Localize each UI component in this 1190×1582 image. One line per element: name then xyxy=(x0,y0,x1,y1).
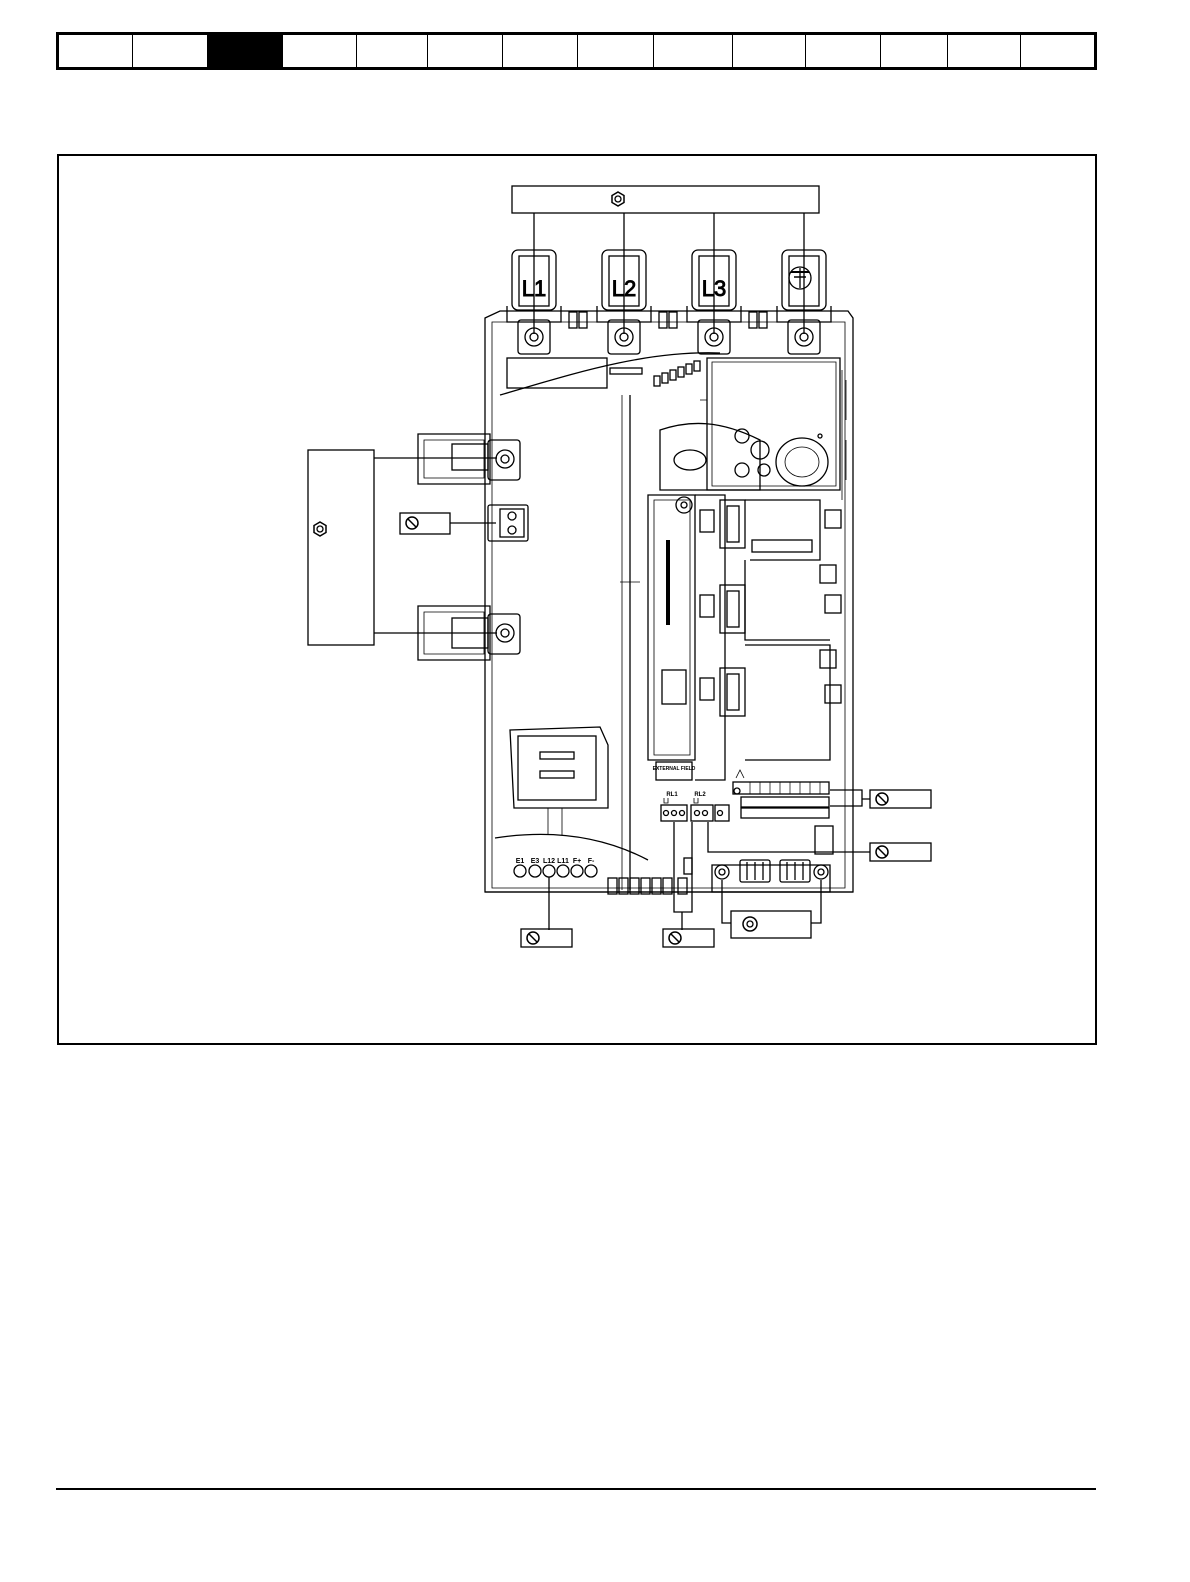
bottom-terminal-label-4: L11 xyxy=(557,858,569,865)
bottom-terminal-label-2: E3 xyxy=(531,858,540,865)
hex-nut-icon xyxy=(314,522,326,536)
external-field-label: EXTERNAL FIELD xyxy=(653,766,696,772)
field-terminal-callout xyxy=(521,929,572,947)
dc-terminal-upper xyxy=(418,434,520,484)
relay-terminals xyxy=(661,798,729,821)
control-board xyxy=(648,495,841,780)
slotted-screw-icon xyxy=(527,932,539,944)
lower-panel-curve xyxy=(495,834,648,860)
control-terminal-callout xyxy=(870,790,931,808)
slotted-screw-icon xyxy=(669,932,681,944)
terminal-l3-label: L3 xyxy=(702,276,726,301)
top-callout-box xyxy=(512,186,819,213)
terminal-l1-label: L1 xyxy=(522,276,546,301)
keypad-module xyxy=(654,358,846,500)
bottom-connectors xyxy=(608,826,833,894)
slotted-screw-icon xyxy=(876,793,888,805)
terminal-l2-label: L2 xyxy=(612,276,636,301)
fan-supply-callout xyxy=(870,843,931,861)
earth-ground-icon xyxy=(789,267,811,289)
relay-label-2: RL2 xyxy=(694,792,706,798)
bottom-terminal-label-3: L12 xyxy=(543,858,555,865)
control-terminal-strip xyxy=(733,770,829,818)
bottom-field-terminals xyxy=(514,865,597,877)
fan-supply-leader xyxy=(708,822,870,852)
aux-screw-callout xyxy=(400,513,450,534)
torx-screw-icon xyxy=(743,917,757,931)
bottom-terminal-label-5: F+ xyxy=(573,858,581,865)
relay-label-1: RL1 xyxy=(666,792,678,798)
relay-callout-leader xyxy=(674,822,692,930)
slotted-screw-icon xyxy=(406,517,418,529)
bottom-terminal-label-1: E1 xyxy=(516,858,525,865)
bottom-terminal-label-6: F- xyxy=(588,858,595,865)
field-fuse-panel xyxy=(510,727,608,835)
slotted-screw-icon xyxy=(876,846,888,858)
terminal-spacers xyxy=(569,312,767,328)
hex-nut-icon xyxy=(612,192,624,206)
vent-slots xyxy=(654,361,700,386)
footer-rule xyxy=(56,1488,1096,1490)
relay-terminal-callout xyxy=(663,929,714,947)
torx-callout-leaders xyxy=(722,880,821,923)
control-terminal-leaders xyxy=(830,790,870,806)
module-slots xyxy=(700,500,745,716)
left-callout-box xyxy=(308,450,374,645)
